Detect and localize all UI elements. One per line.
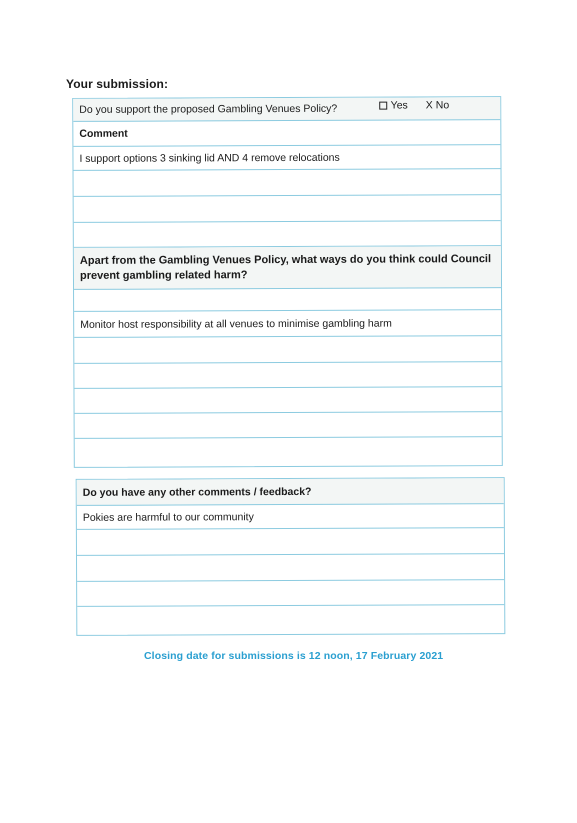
- feedback-answer-text: Pokies are harmful to our community: [82, 510, 254, 524]
- harm-blank-line[interactable]: [74, 387, 502, 414]
- harm-blank-line[interactable]: [74, 288, 502, 312]
- harm-answer-text: Monitor host responsibility at all venue…: [80, 317, 392, 331]
- support-question-row: Do you support the proposed Gambling Ven…: [73, 97, 501, 122]
- harm-blank-line[interactable]: [74, 412, 502, 439]
- no-x-mark: X: [425, 99, 433, 112]
- feedback-form-box: Do you have any other comments / feedbac…: [75, 477, 506, 636]
- harm-blank-line[interactable]: [74, 336, 502, 364]
- feedback-blank-line[interactable]: [76, 554, 505, 582]
- yes-checkbox[interactable]: [379, 101, 388, 110]
- feedback-blank-line[interactable]: [76, 528, 504, 556]
- comment-blank-line[interactable]: [73, 195, 501, 223]
- comment-blank-line[interactable]: [73, 169, 501, 197]
- no-option[interactable]: X No: [426, 99, 450, 111]
- harm-answer-row[interactable]: Monitor host responsibility at all venue…: [74, 310, 502, 338]
- feedback-question-row: Do you have any other comments / feedbac…: [76, 478, 504, 506]
- comment-blank-line[interactable]: [73, 221, 501, 248]
- harm-question-line1: Apart from the Gambling Venues Policy, w…: [79, 252, 492, 267]
- support-choices: Yes X No: [379, 99, 450, 112]
- yes-label: Yes: [390, 99, 408, 112]
- comment-answer-row[interactable]: I support options 3 sinking lid AND 4 re…: [73, 145, 501, 171]
- harm-question-row: Apart from the Gambling Venues Policy, w…: [73, 246, 502, 290]
- comment-answer-text: I support options 3 sinking lid AND 4 re…: [79, 151, 340, 165]
- harm-blank-line[interactable]: [74, 362, 502, 389]
- no-label: No: [435, 99, 450, 112]
- closing-date-note: Closing date for submissions is 12 noon,…: [144, 650, 444, 662]
- yes-option[interactable]: Yes: [379, 99, 408, 112]
- feedback-blank-line[interactable]: [77, 605, 504, 635]
- feedback-blank-line[interactable]: [77, 580, 505, 607]
- harm-question-line2: prevent gambling related harm?: [79, 268, 248, 282]
- comment-label-row: Comment: [73, 120, 501, 147]
- section-heading: Your submission:: [66, 77, 169, 91]
- comment-label: Comment: [79, 127, 128, 140]
- submission-form-box: Do you support the proposed Gambling Ven…: [72, 96, 503, 468]
- support-question-label: Do you support the proposed Gambling Ven…: [79, 102, 338, 116]
- feedback-answer-row[interactable]: Pokies are harmful to our community: [76, 504, 504, 530]
- harm-blank-line[interactable]: [75, 437, 502, 467]
- feedback-question-label: Do you have any other comments / feedbac…: [82, 485, 312, 499]
